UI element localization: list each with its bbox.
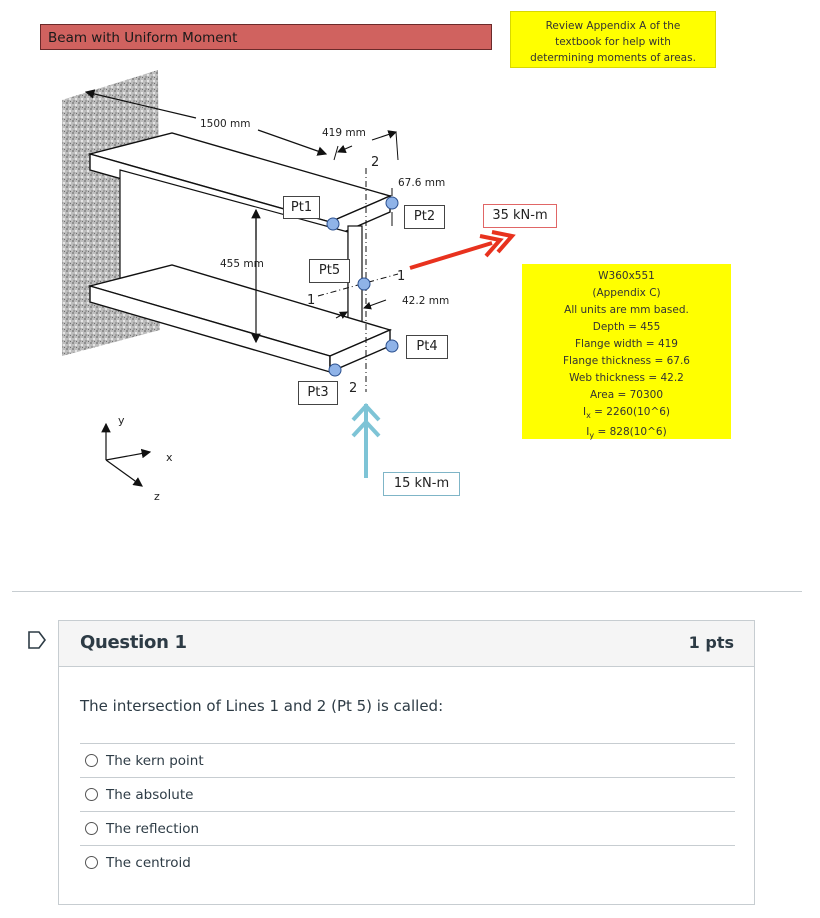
prop-line: Depth = 455 [592,321,661,333]
pt3-marker [328,363,342,377]
section-divider [12,591,802,592]
pt2-marker [385,196,399,210]
answer-option[interactable]: The kern point [80,743,735,777]
line-2-bottom-label: 2 [349,381,357,396]
length-dim-right [257,129,328,156]
radio-button[interactable] [85,822,98,835]
answer-list: The kern point The absolute The reflecti… [80,743,735,879]
pt3-label: Pt3 [298,381,338,405]
line-1-right-label: 1 [397,269,405,284]
prop-line: Flange thickness = 67.6 [563,355,690,367]
appendix-note: Review Appendix A of the textbook for he… [510,11,716,68]
question-card: Question 1 1 pts The intersection of Lin… [58,620,755,905]
pt5-marker [357,277,371,291]
prop-line: All units are mm based. [564,304,689,316]
depth-dim-label: 455 mm [220,258,264,270]
y-axis-label: y [118,414,125,427]
prop-line: Web thickness = 42.2 [569,372,684,384]
question-points: 1 pts [688,633,734,652]
answer-label: The absolute [106,786,194,803]
answer-option[interactable]: The absolute [80,777,735,811]
question-title: Question 1 [80,632,187,653]
length-dim-label: 1500 mm [200,118,251,130]
radio-button[interactable] [85,856,98,869]
z-axis [105,459,143,487]
z-axis-label: z [154,490,160,503]
web-thickness-dim-label: 42.2 mm [402,295,449,307]
radio-button[interactable] [85,788,98,801]
line-2-top-label: 2 [371,155,379,170]
prop-line: W360x551 [598,270,655,282]
pt1-label: Pt1 [283,196,320,219]
figure-title: Beam with Uniform Moment [40,24,492,50]
question-header: Question 1 1 pts [59,621,754,667]
note-line: textbook for help with [555,36,671,48]
x-axis-label: x [166,451,173,464]
radio-button[interactable] [85,754,98,767]
prop-line: (Appendix C) [592,287,661,299]
flange-width-dim [371,130,398,141]
note-line: Review Appendix A of the [545,20,681,32]
answer-option[interactable]: The reflection [80,811,735,845]
pt5-label: Pt5 [309,259,350,283]
answer-label: The centroid [106,854,191,871]
pt4-marker [385,339,399,353]
pt1-marker [326,217,340,231]
prop-line: Flange width = 419 [575,338,678,350]
red-moment-arrow [409,241,493,270]
answer-label: The reflection [106,820,200,837]
question-text: The intersection of Lines 1 and 2 (Pt 5)… [80,697,444,715]
pt4-label: Pt4 [406,335,448,359]
section-properties: W360x551 (Appendix C) All units are mm b… [522,264,731,440]
note-line: determining moments of areas. [530,52,696,64]
answer-label: The kern point [106,752,204,769]
moment-35-label: 35 kN-m [483,204,557,228]
flange-width-dim-label: 419 mm [322,127,366,139]
flag-question-icon[interactable] [26,629,48,651]
moment-15-label: 15 kN-m [383,472,460,496]
length-dim-left [84,89,197,119]
flange-thickness-dim-label: 67.6 mm [398,177,445,189]
beam-figure: 1500 mm 419 mm 67.6 mm 455 mm 42.2 mm 2 … [40,11,731,503]
answer-option[interactable]: The centroid [80,845,735,879]
prop-iy: Iy = 828(10^6) [586,426,667,441]
prop-ix: Ix = 2260(10^6) [582,406,671,421]
x-axis [105,448,152,461]
prop-line: Area = 70300 [589,389,664,401]
line-1-left-label: 1 [307,293,315,308]
pt2-label: Pt2 [404,205,445,229]
